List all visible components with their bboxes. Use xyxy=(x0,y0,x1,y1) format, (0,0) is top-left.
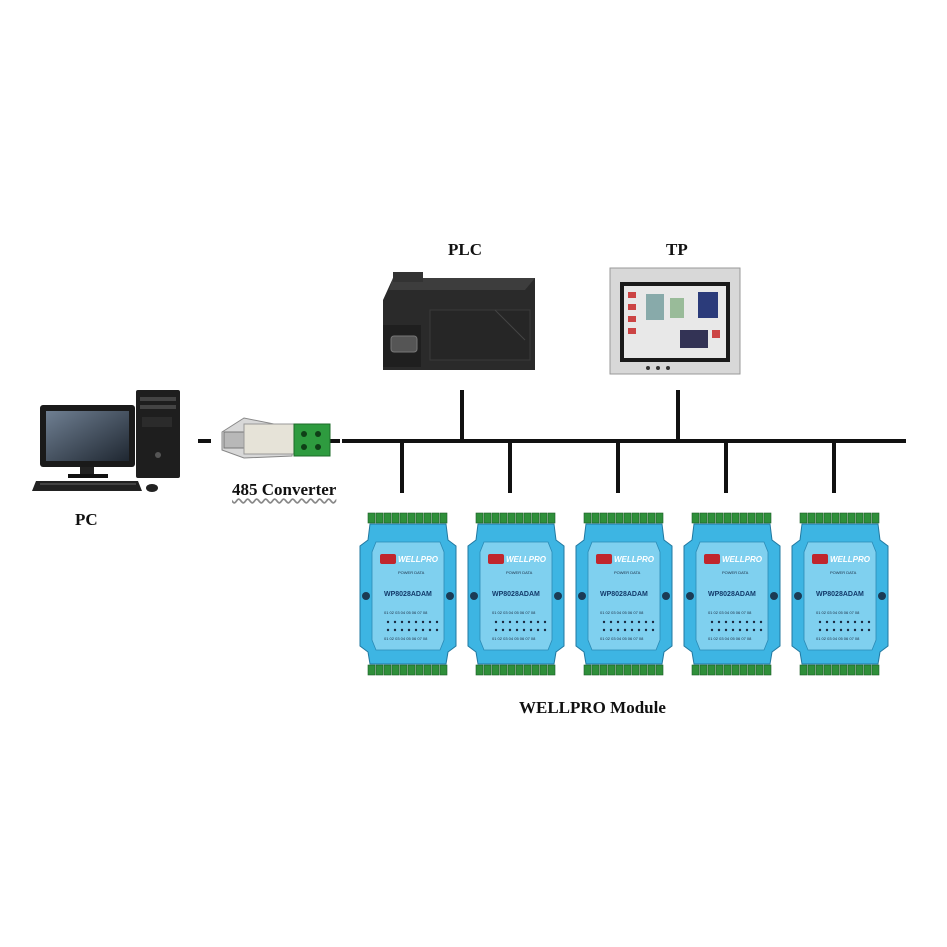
svg-text:WP8028ADAM: WP8028ADAM xyxy=(384,591,432,598)
wellpro-module-3: WELLPRO POWER DATA WP8028ADAM 01 02 03 0… xyxy=(575,512,673,676)
wellpro-module-2: WELLPRO POWER DATA WP8028ADAM 01 02 03 0… xyxy=(467,512,565,676)
wellpro-module-4: WELLPRO POWER DATA WP8028ADAM 01 02 03 0… xyxy=(683,512,781,676)
svg-text:WP8028ADAM: WP8028ADAM xyxy=(816,591,864,598)
pc-computer-icon xyxy=(32,390,180,492)
converter-label: 485 Converter xyxy=(232,480,337,499)
plc-drop-line xyxy=(460,390,464,441)
bus-dash-2 xyxy=(330,439,340,443)
module-drop-line-2 xyxy=(508,441,512,493)
wellpro-module-5: WELLPRO POWER DATA WP8028ADAM 01 02 03 0… xyxy=(791,512,889,676)
plc-label: PLC xyxy=(448,240,482,259)
svg-text:01 02 03 04 05 06 07 08: 01 02 03 04 05 06 07 08 xyxy=(816,636,860,641)
touch-panel-icon xyxy=(609,267,741,375)
svg-text:WP8028ADAM: WP8028ADAM xyxy=(600,591,648,598)
svg-text:POWER DATA: POWER DATA xyxy=(398,570,425,575)
bus-dash-1 xyxy=(198,439,211,443)
svg-text:01 02 03 04 05 06 07 08: 01 02 03 04 05 06 07 08 xyxy=(816,610,860,615)
svg-text:WELLPRO: WELLPRO xyxy=(830,555,871,564)
svg-text:01 02 03 04 05 06 07 08: 01 02 03 04 05 06 07 08 xyxy=(384,610,428,615)
module-drop-line-1 xyxy=(400,441,404,493)
plc-device-icon xyxy=(383,272,535,370)
module-drop-line-3 xyxy=(616,441,620,493)
svg-text:01 02 03 04 05 06 07 08: 01 02 03 04 05 06 07 08 xyxy=(492,636,536,641)
module-drop-line-5 xyxy=(832,441,836,493)
svg-text:WELLPRO: WELLPRO xyxy=(398,555,439,564)
svg-text:WP8028ADAM: WP8028ADAM xyxy=(708,591,756,598)
svg-text:01 02 03 04 05 06 07 08: 01 02 03 04 05 06 07 08 xyxy=(708,610,752,615)
svg-text:POWER DATA: POWER DATA xyxy=(614,570,641,575)
pc-label: PC xyxy=(75,510,98,529)
tp-drop-line xyxy=(676,390,680,441)
svg-text:WP8028ADAM: WP8028ADAM xyxy=(492,591,540,598)
wellpro-module-1: WELLPRO POWER DATA WP8028ADAM 01 02 03 0… xyxy=(359,512,457,676)
svg-text:WELLPRO: WELLPRO xyxy=(506,555,547,564)
rs485-converter-icon xyxy=(221,417,331,459)
module-group-label: WELLPRO Module xyxy=(519,698,666,717)
svg-text:01 02 03 04 05 06 07 08: 01 02 03 04 05 06 07 08 xyxy=(492,610,536,615)
svg-text:WELLPRO: WELLPRO xyxy=(614,555,655,564)
svg-text:01 02 03 04 05 06 07 08: 01 02 03 04 05 06 07 08 xyxy=(600,610,644,615)
svg-text:01 02 03 04 05 06 07 08: 01 02 03 04 05 06 07 08 xyxy=(384,636,428,641)
svg-text:POWER DATA: POWER DATA xyxy=(830,570,857,575)
tp-label: TP xyxy=(666,240,688,259)
svg-text:POWER DATA: POWER DATA xyxy=(722,570,749,575)
svg-text:01 02 03 04 05 06 07 08: 01 02 03 04 05 06 07 08 xyxy=(600,636,644,641)
rs485-bus-line xyxy=(342,439,906,443)
module-drop-line-4 xyxy=(724,441,728,493)
svg-text:WELLPRO: WELLPRO xyxy=(722,555,763,564)
svg-text:POWER DATA: POWER DATA xyxy=(506,570,533,575)
svg-text:01 02 03 04 05 06 07 08: 01 02 03 04 05 06 07 08 xyxy=(708,636,752,641)
